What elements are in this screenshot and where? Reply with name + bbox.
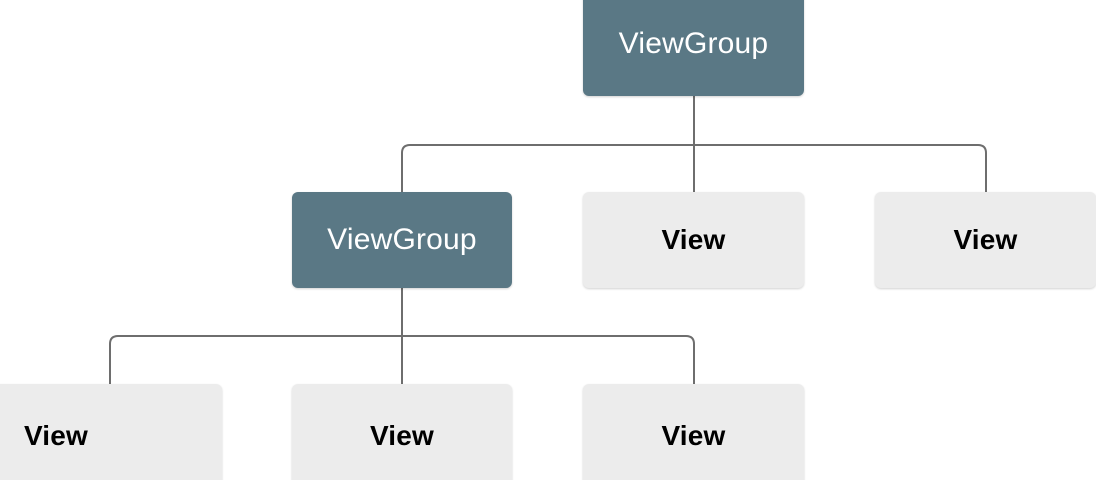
node-label: View — [23, 420, 89, 451]
edge-root-to-mid-view-2 — [694, 144, 987, 192]
node-label: View — [369, 420, 435, 451]
node-label: View — [661, 224, 726, 255]
node-mid-view-1[interactable]: View — [583, 192, 804, 288]
node-label: View — [953, 224, 1018, 255]
edge-midviewgroup-to-leaf-view-1 — [109, 335, 402, 384]
node-leaf-view-1[interactable]: View — [0, 384, 222, 480]
node-label: ViewGroup — [618, 27, 769, 60]
node-mid-view-2[interactable]: View — [875, 192, 1096, 288]
node-leaf-view-2[interactable]: View — [292, 384, 512, 480]
node-mid-viewgroup[interactable]: ViewGroup — [292, 192, 512, 288]
node-root-viewgroup[interactable]: ViewGroup — [583, 0, 804, 96]
node-leaf-view-3[interactable]: View — [583, 384, 804, 480]
node-label: View — [661, 420, 726, 451]
edge-midviewgroup-to-leaf-view-3 — [402, 335, 695, 384]
edge-root-to-mid-viewgroup — [401, 144, 694, 192]
node-label: ViewGroup — [327, 223, 477, 256]
